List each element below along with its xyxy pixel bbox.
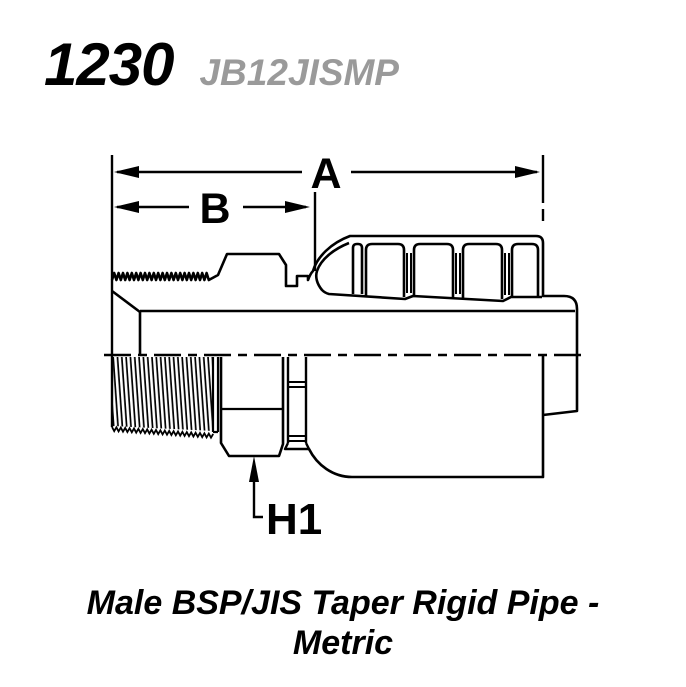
thread-crest-zigzag (110, 234, 579, 355)
thread-taper-sawtooth (111, 425, 214, 440)
left-chamfer (111, 289, 141, 314)
caption-line-2: Metric (292, 624, 394, 663)
thread-hatch (111, 357, 214, 440)
fitting-outline (110, 234, 579, 355)
part-header: 1230 JB12JISMP (44, 30, 399, 99)
dimension-b: B (114, 185, 317, 271)
caption: Male BSP/JIS Taper Rigid Pipe - Metric (0, 583, 686, 663)
caption-line-1: Male BSP/JIS Taper Rigid Pipe - (86, 584, 600, 622)
crimp-ribs (351, 242, 540, 299)
part-code: JB12JISMP (199, 52, 399, 93)
spacer-strip (283, 357, 311, 451)
hex-nut (211, 357, 285, 458)
part-number: 1230 (44, 31, 174, 98)
ferrule-nose-inner (314, 241, 542, 303)
dim-b-label: B (199, 185, 230, 233)
h1-pointer: H1 (249, 456, 322, 544)
dim-h1-label: H1 (266, 495, 322, 544)
dim-a-label: A (310, 150, 341, 198)
dimension-a: A (114, 150, 540, 198)
shell-lower (307, 355, 579, 479)
